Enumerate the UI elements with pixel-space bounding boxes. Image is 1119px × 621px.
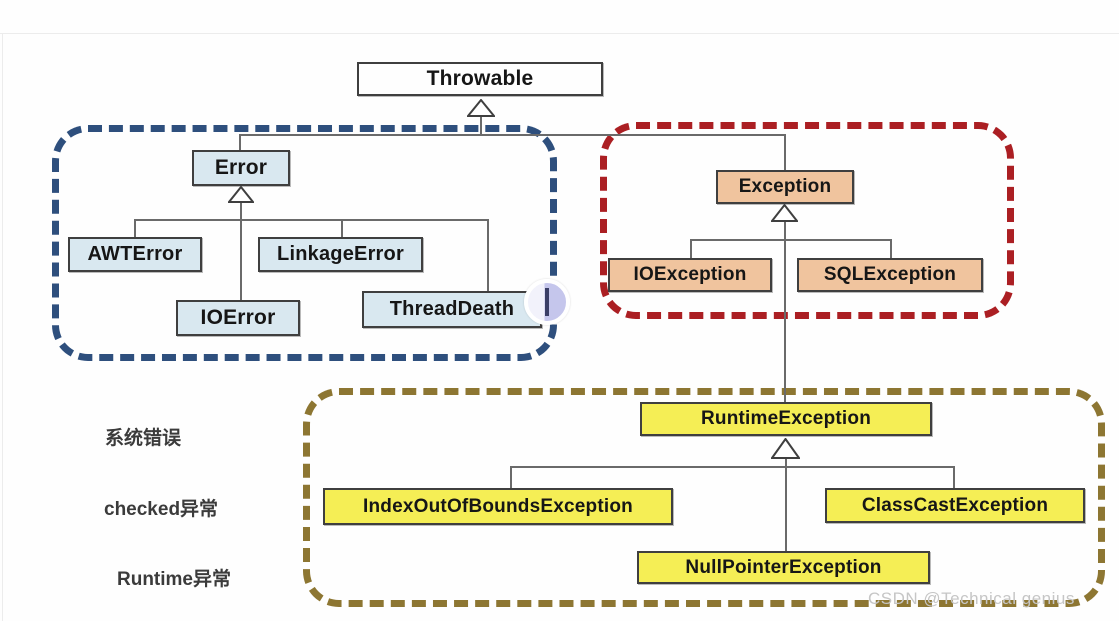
legend-label-runtime: Runtime异常 [117, 569, 232, 590]
class-box-nullpointer: NullPointerException [637, 551, 930, 584]
connector-runtime-branch [510, 466, 955, 468]
connector-top-branch [239, 134, 785, 136]
class-box-indexoutofbounds: IndexOutOfBoundsException [323, 488, 673, 525]
connector-exception-top [784, 134, 786, 171]
connector-classcast-drop [953, 466, 955, 488]
watermark: CSDN @Technical genius [868, 589, 1075, 608]
connector-runtime-stem [785, 458, 787, 551]
connector-error-top [239, 134, 241, 150]
video-overlay-bar-icon [544, 288, 549, 316]
legend-swatch-checked [4, 476, 88, 525]
inheritance-arrow-throwable [467, 99, 495, 117]
legend-label-system-error: 系统错误 [105, 428, 182, 449]
left-divider [2, 33, 3, 621]
group-checked-exception [600, 122, 1014, 319]
connector-error-branch [134, 219, 487, 221]
connector-ioexc-drop [690, 239, 692, 258]
connector-throwable-stem [480, 115, 482, 135]
connector-exception-branch [690, 239, 892, 241]
class-box-awterror: AWTError [68, 237, 202, 272]
class-box-ioerror: IOError [176, 300, 300, 336]
class-box-throwable: Throwable [357, 62, 603, 96]
connector-linkage-drop [341, 219, 343, 237]
legend-label-checked: checked异常 [104, 499, 219, 520]
connector-indexoob-drop [510, 466, 512, 488]
connector-threaddeath-drop [487, 219, 489, 292]
connector-error-stem [240, 201, 242, 300]
inheritance-arrow-runtime [771, 438, 800, 459]
inheritance-arrow-exception [771, 204, 798, 222]
class-box-ioexception: IOException [608, 258, 772, 292]
class-box-runtimeexception: RuntimeException [640, 402, 932, 436]
video-overlay-circle-icon [524, 279, 570, 325]
top-divider [0, 33, 1119, 34]
class-box-threaddeath: ThreadDeath [362, 291, 542, 328]
connector-exception-stem [784, 221, 786, 402]
class-box-classcast: ClassCastException [825, 488, 1085, 523]
legend-swatch-system-error [8, 410, 86, 455]
group-system-error [52, 125, 557, 361]
class-box-error: Error [192, 150, 290, 186]
class-box-linkageerror: LinkageError [258, 237, 423, 272]
group-runtime-exception [303, 388, 1105, 607]
class-box-sqlexception: SQLException [797, 258, 983, 292]
class-box-exception: Exception [716, 170, 854, 204]
inheritance-arrow-error [228, 186, 254, 203]
connector-awterror-drop [134, 219, 136, 237]
connector-sqlexc-drop [890, 239, 892, 258]
legend-swatch-runtime [8, 549, 96, 600]
